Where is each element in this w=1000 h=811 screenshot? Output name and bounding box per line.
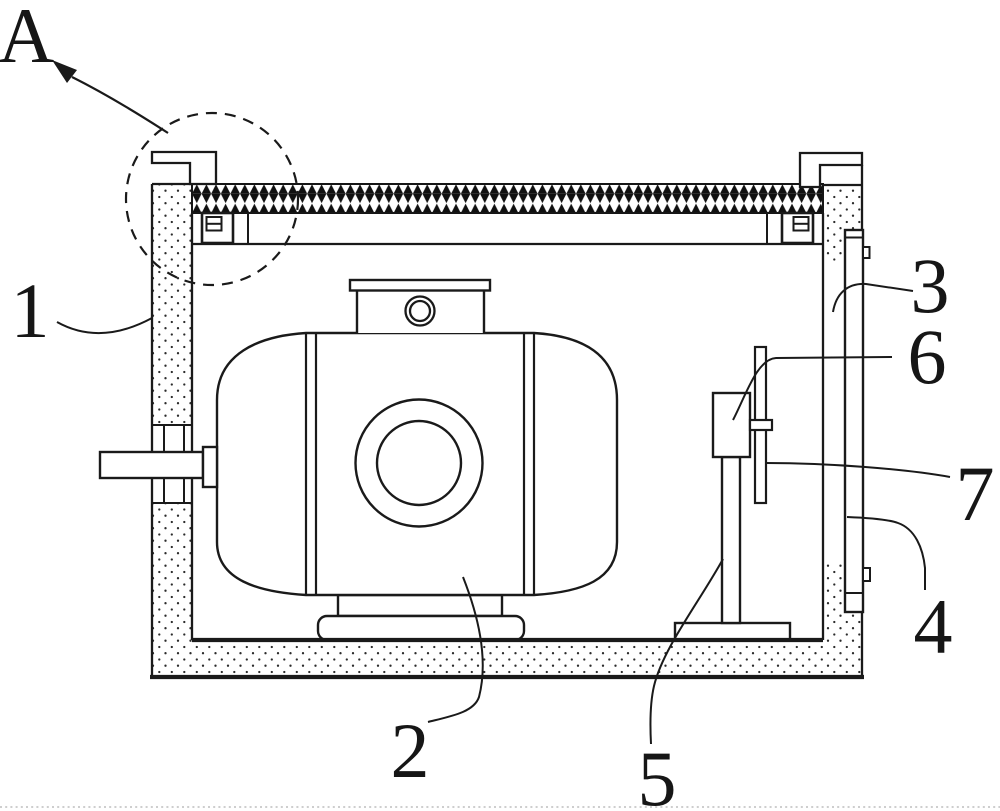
door-tab-top	[862, 246, 871, 259]
part-label-1: 1	[11, 267, 50, 354]
stand-post	[720, 455, 742, 625]
inlet-pipe	[98, 450, 205, 480]
leader-3	[832, 282, 914, 313]
part-label-5: 5	[638, 735, 677, 811]
top-left-bracket	[150, 150, 218, 186]
part-label-6: 6	[908, 313, 947, 400]
part-label-7: 7	[956, 450, 995, 537]
door-panel-caps	[845, 236, 863, 594]
tank-neck-sides	[355, 290, 486, 333]
detail-marker-label: A	[0, 0, 54, 79]
tank-weld-lines	[304, 333, 536, 595]
stand-assembly	[673, 345, 792, 642]
part-label-2: 2	[391, 707, 430, 794]
detail-arrow-curve	[71, 76, 169, 134]
detail-arrow	[52, 60, 169, 134]
leader-5	[649, 558, 724, 745]
rod-crossbar	[748, 418, 774, 432]
bottom-wall	[192, 640, 862, 677]
part-label-3: 3	[911, 242, 950, 329]
mesh-cover-strip	[191, 183, 824, 214]
leader-6	[732, 356, 893, 421]
top-right-bracket	[798, 151, 864, 189]
tank-porthole-inner	[375, 419, 463, 507]
tank-pedestal	[336, 593, 504, 618]
mesh-clamp-right	[766, 211, 815, 245]
leader-7	[765, 462, 951, 478]
leader-lines	[56, 282, 951, 745]
leader-4	[846, 516, 926, 590]
detail-circle	[124, 111, 300, 287]
component-box	[711, 391, 752, 459]
tank-assembly	[215, 278, 619, 642]
stand-base-plate	[673, 621, 792, 642]
part-label-4: 4	[914, 583, 953, 670]
tank-neck-flange	[348, 278, 492, 292]
detail-arrowhead-icon	[52, 60, 77, 83]
leader-2	[427, 576, 484, 723]
tank-base-skid	[316, 614, 526, 642]
pipe-sleeve-borders	[152, 424, 192, 504]
door-tab-bottom	[862, 567, 871, 582]
mesh-clamp-left	[200, 211, 249, 245]
tank-neck-port-inner	[408, 299, 432, 323]
inlet-pipe-flange	[201, 445, 219, 489]
leader-1	[56, 317, 153, 335]
